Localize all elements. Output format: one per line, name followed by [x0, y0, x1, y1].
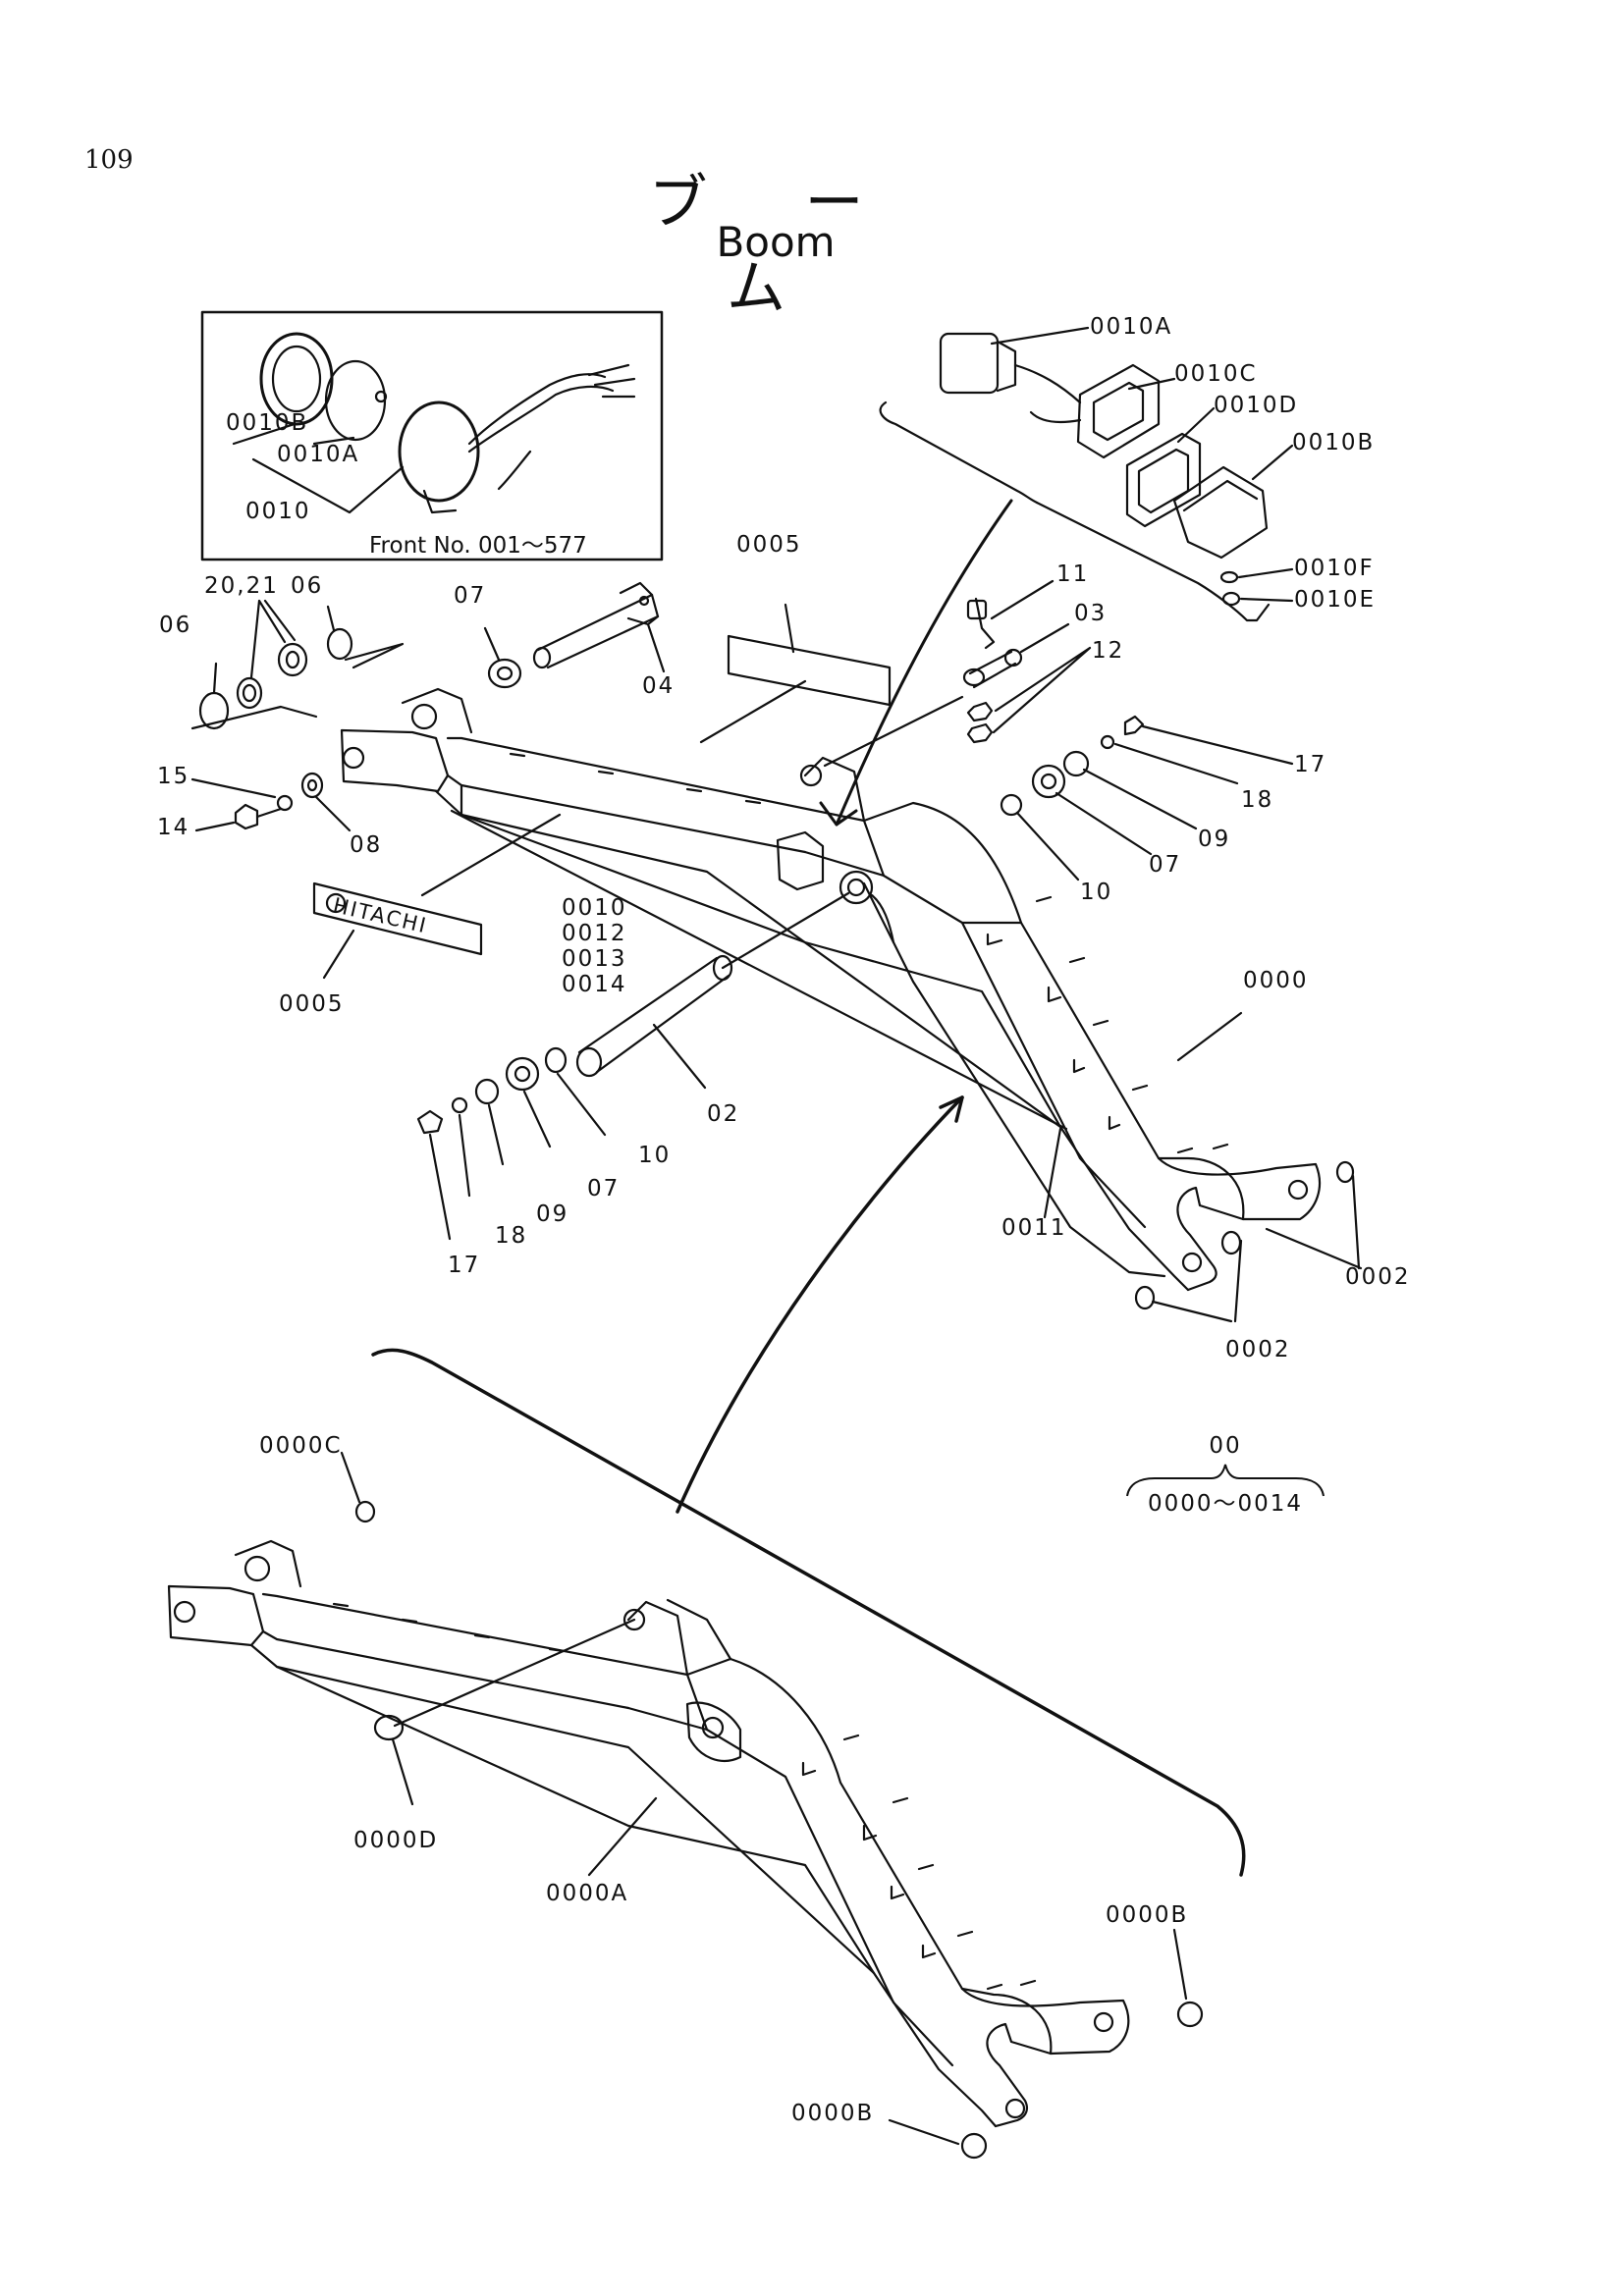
label-18-right: 18: [1241, 787, 1274, 813]
label-0010C: 0010C: [1174, 361, 1258, 387]
label-0011: 0011: [1001, 1215, 1067, 1241]
label-0012: 0012: [562, 921, 627, 946]
label-0000B-left: 0000B: [791, 2101, 875, 2126]
page-title-japanese: ブ ー ム: [648, 169, 903, 323]
label-15: 15: [157, 764, 190, 789]
boom-upper: [340, 687, 1321, 1292]
label-20-21: 20,21: [204, 573, 279, 599]
assembly-brace: 00 0000～0014: [1117, 1433, 1333, 1518]
brace-top-label: 00: [1209, 1433, 1242, 1459]
label-08: 08: [350, 832, 383, 858]
boom-lower: [167, 1539, 1130, 2128]
label-0005-top: 0005: [736, 532, 802, 558]
label-04: 04: [642, 673, 676, 699]
label-0000A: 0000A: [546, 1881, 629, 1906]
boom-lamp: [776, 830, 825, 891]
label-0010E: 0010E: [1294, 587, 1377, 613]
label-0005-decal: 0005: [279, 991, 345, 1017]
label-0013: 0013: [562, 946, 627, 972]
label-0010B: 0010B: [1292, 430, 1376, 455]
label-0002-bottom: 0002: [1225, 1337, 1291, 1362]
label-0010F: 0010F: [1294, 556, 1375, 581]
decal-0005-top: [727, 634, 892, 707]
inset-caption: Front No. 001～577: [369, 533, 587, 559]
label-0000: 0000: [1243, 968, 1309, 993]
label-0000B-right: 0000B: [1106, 1902, 1189, 1928]
label-07-left: 07: [587, 1176, 621, 1201]
label-17-left: 17: [448, 1253, 481, 1278]
label-0010A: 0010A: [1090, 314, 1173, 340]
label-0002-right: 0002: [1345, 1264, 1411, 1290]
label-07-top: 07: [454, 583, 487, 609]
label-02: 02: [707, 1101, 740, 1127]
decal-hitachi: [312, 881, 483, 956]
label-0010: 0010: [562, 895, 627, 921]
label-18-left: 18: [495, 1223, 528, 1249]
label-0010B-inset: 0010B: [226, 410, 309, 436]
label-17-right: 17: [1294, 752, 1327, 777]
page-number: 109: [84, 145, 134, 175]
label-07-right: 07: [1149, 852, 1182, 878]
label-11: 11: [1056, 561, 1090, 587]
label-0010A-inset: 0010A: [277, 442, 360, 467]
label-06-right: 06: [291, 573, 324, 599]
label-0014: 0014: [562, 972, 627, 997]
label-0000D: 0000D: [353, 1828, 439, 1853]
label-09-right: 09: [1198, 827, 1231, 852]
label-10-left: 10: [638, 1143, 672, 1168]
label-14: 14: [157, 815, 190, 840]
page-title: Boom: [716, 218, 836, 266]
label-03: 03: [1074, 601, 1108, 626]
label-12: 12: [1092, 638, 1125, 664]
lamp-assembly-inset: [259, 332, 636, 514]
label-0010-inset: 0010: [245, 499, 311, 524]
label-09-left: 09: [536, 1201, 569, 1227]
brace-bottom-label: 0000～0014: [1147, 1491, 1304, 1517]
label-0000C: 0000C: [259, 1433, 343, 1459]
label-10-right: 10: [1080, 880, 1113, 905]
label-0010D: 0010D: [1214, 393, 1299, 418]
label-06-left: 06: [159, 613, 192, 638]
lamp-assembly-right: [939, 332, 1269, 607]
inset-box: [200, 310, 664, 561]
